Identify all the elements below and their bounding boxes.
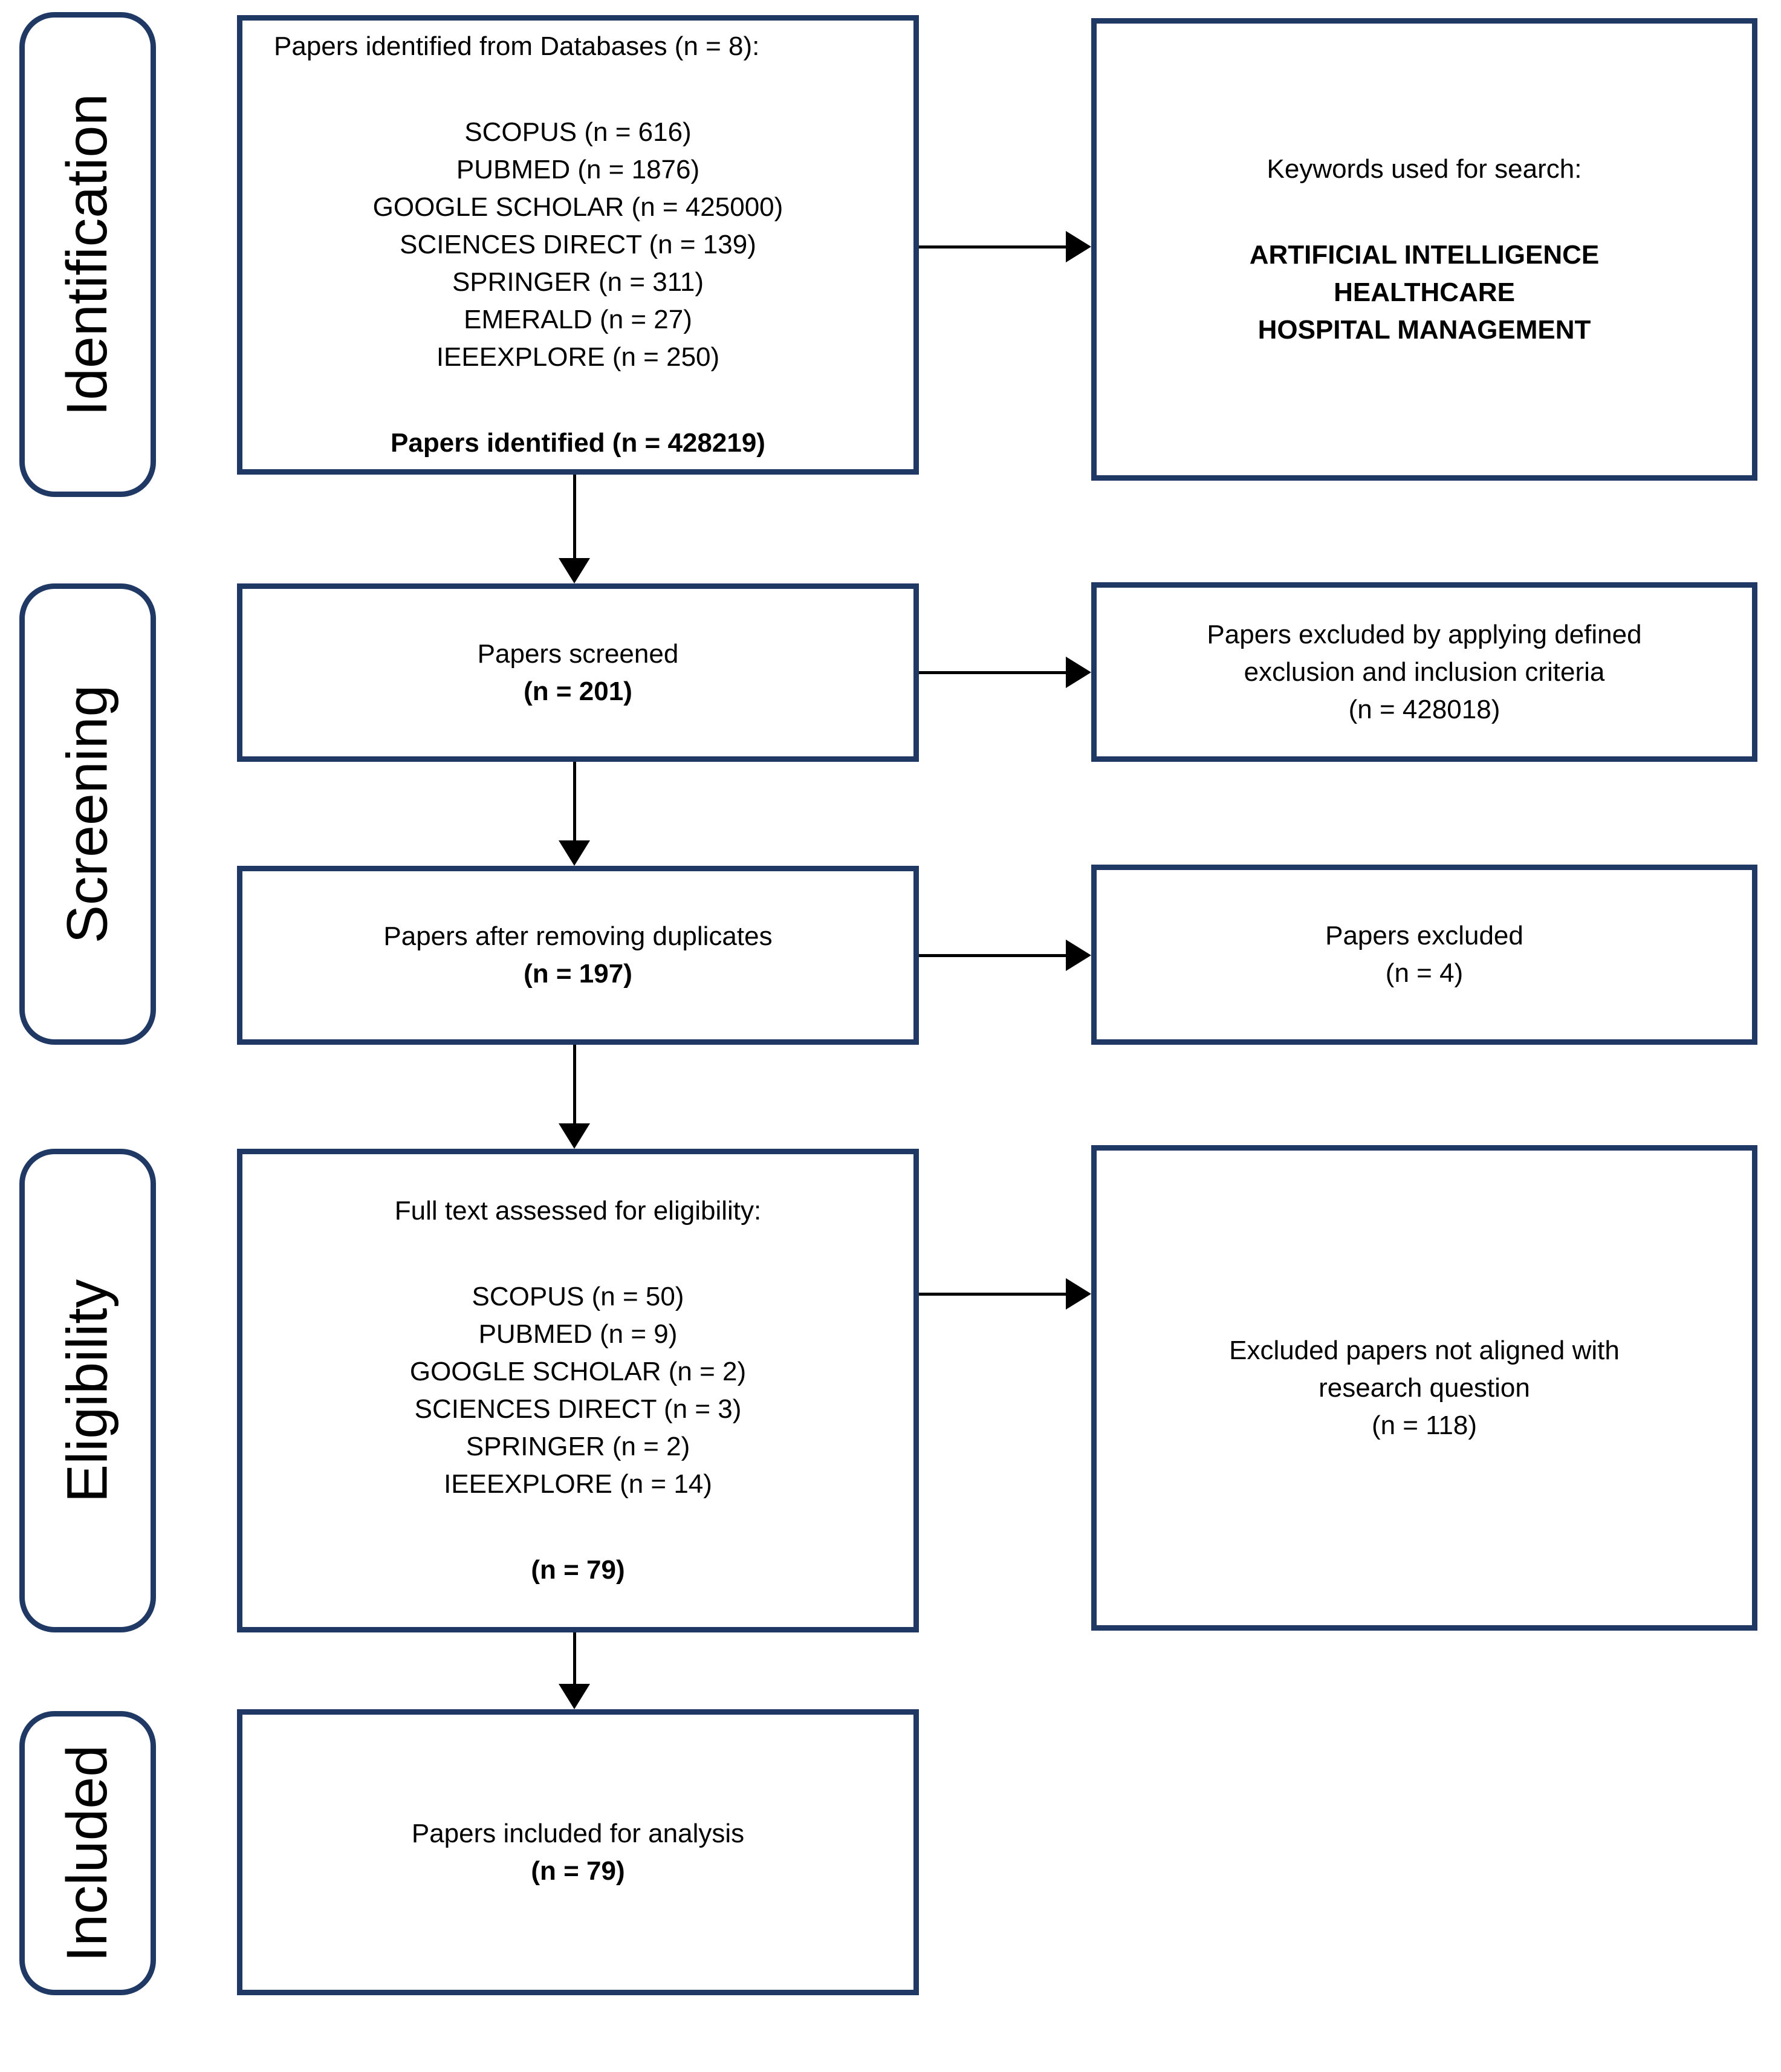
papers-screened-label: Papers screened xyxy=(477,638,679,669)
spacer xyxy=(242,376,913,424)
excluded-duplicates-label: Papers excluded xyxy=(1325,921,1523,950)
database-count-springer: SPRINGER (n = 311) xyxy=(452,267,704,297)
keyword-hospital-management: HOSPITAL MANAGEMENT xyxy=(1257,314,1591,345)
fulltext-sciences-direct: SCIENCES DIRECT (n = 3) xyxy=(414,1394,742,1424)
arrow-duplicates-to-excluded-head xyxy=(1066,940,1091,971)
arrow-fulltext-to-included-line xyxy=(573,1632,576,1685)
stage-label-identification: Identification xyxy=(19,12,156,497)
fulltext-springer: SPRINGER (n = 2) xyxy=(466,1432,690,1461)
arrow-screened-to-duplicates-line xyxy=(573,762,576,842)
database-count-google-scholar: GOOGLE SCHOLAR (n = 425000) xyxy=(372,192,783,222)
not-aligned-line2: research question xyxy=(1319,1372,1530,1403)
arrow-duplicates-to-excluded-line xyxy=(919,954,1067,957)
box-search-keywords: Keywords used for search: ARTIFICIAL INT… xyxy=(1091,18,1757,481)
spacer xyxy=(1097,188,1752,236)
arrow-screened-to-duplicates-head xyxy=(559,840,590,866)
arrow-identified-to-screened-line xyxy=(573,475,576,559)
after-duplicates-count: (n = 197) xyxy=(524,959,632,989)
papers-identified-title: Papers identified from Databases (n = 8)… xyxy=(274,31,760,61)
excluded-duplicates-count: (n = 4) xyxy=(1385,958,1464,988)
database-count-pubmed: PUBMED (n = 1876) xyxy=(456,155,700,184)
papers-identified-total: Papers identified (n = 428219) xyxy=(391,428,765,458)
spacer xyxy=(242,1230,913,1278)
stage-label-screening: Screening xyxy=(19,583,156,1045)
arrow-fulltext-to-excluded-head xyxy=(1066,1278,1091,1310)
stage-label-identification-text: Identification xyxy=(55,93,120,416)
box-fulltext-assessed: Full text assessed for eligibility: SCOP… xyxy=(237,1149,919,1632)
stage-label-eligibility: Eligibility xyxy=(19,1149,156,1632)
box-papers-identified: Papers identified from Databases (n = 8)… xyxy=(237,15,919,475)
database-count-emerald: EMERALD (n = 27) xyxy=(464,305,692,334)
spacer xyxy=(242,65,913,114)
fulltext-ieeexplore: IEEEXPLORE (n = 14) xyxy=(444,1469,712,1499)
excluded-criteria-line2: exclusion and inclusion criteria xyxy=(1244,657,1605,687)
not-aligned-line1: Excluded papers not aligned with xyxy=(1229,1335,1620,1365)
database-count-ieeexplore: IEEEXPLORE (n = 250) xyxy=(436,342,720,372)
arrow-identified-to-keywords-line xyxy=(919,245,1067,248)
fulltext-scopus: SCOPUS (n = 50) xyxy=(472,1282,684,1311)
stage-label-included: Included xyxy=(19,1711,156,1995)
stage-label-included-text: Included xyxy=(55,1744,120,1962)
fulltext-total: (n = 79) xyxy=(531,1555,625,1585)
arrow-identified-to-screened-head xyxy=(559,558,590,583)
fulltext-title: Full text assessed for eligibility: xyxy=(394,1196,762,1226)
arrow-fulltext-to-excluded-line xyxy=(919,1293,1067,1296)
fulltext-pubmed: PUBMED (n = 9) xyxy=(478,1319,678,1349)
stage-label-screening-text: Screening xyxy=(55,684,120,944)
box-papers-screened: Papers screened (n = 201) xyxy=(237,583,919,762)
stage-label-eligibility-text: Eligibility xyxy=(55,1279,120,1502)
keyword-healthcare: HEALTHCARE xyxy=(1334,277,1515,307)
database-count-sciences-direct: SCIENCES DIRECT (n = 139) xyxy=(400,230,756,259)
after-duplicates-label: Papers after removing duplicates xyxy=(383,921,773,951)
excluded-criteria-line1: Papers excluded by applying defined xyxy=(1207,619,1642,649)
box-papers-excluded-duplicates: Papers excluded (n = 4) xyxy=(1091,865,1757,1045)
box-excluded-not-aligned: Excluded papers not aligned with researc… xyxy=(1091,1145,1757,1631)
excluded-criteria-count: (n = 428018) xyxy=(1348,694,1500,724)
arrow-duplicates-to-fulltext-line xyxy=(573,1045,576,1125)
keywords-title: Keywords used for search: xyxy=(1267,154,1582,184)
not-aligned-count: (n = 118) xyxy=(1371,1410,1478,1440)
included-count: (n = 79) xyxy=(531,1856,625,1886)
database-count-scopus: SCOPUS (n = 616) xyxy=(464,117,692,147)
box-papers-included: Papers included for analysis (n = 79) xyxy=(237,1709,919,1995)
arrow-fulltext-to-included-head xyxy=(559,1684,590,1709)
arrow-screened-to-excluded-head xyxy=(1066,657,1091,688)
box-papers-after-duplicates: Papers after removing duplicates (n = 19… xyxy=(237,866,919,1045)
fulltext-google-scholar: GOOGLE SCHOLAR (n = 2) xyxy=(409,1357,747,1386)
arrow-identified-to-keywords-head xyxy=(1066,231,1091,262)
arrow-duplicates-to-fulltext-head xyxy=(559,1123,590,1149)
spacer xyxy=(242,1503,913,1551)
keyword-artificial-intelligence: ARTIFICIAL INTELLIGENCE xyxy=(1249,239,1600,270)
box-papers-excluded-criteria: Papers excluded by applying defined excl… xyxy=(1091,582,1757,762)
arrow-screened-to-excluded-line xyxy=(919,671,1067,674)
included-label: Papers included for analysis xyxy=(411,1818,745,1848)
papers-screened-count: (n = 201) xyxy=(524,676,632,706)
